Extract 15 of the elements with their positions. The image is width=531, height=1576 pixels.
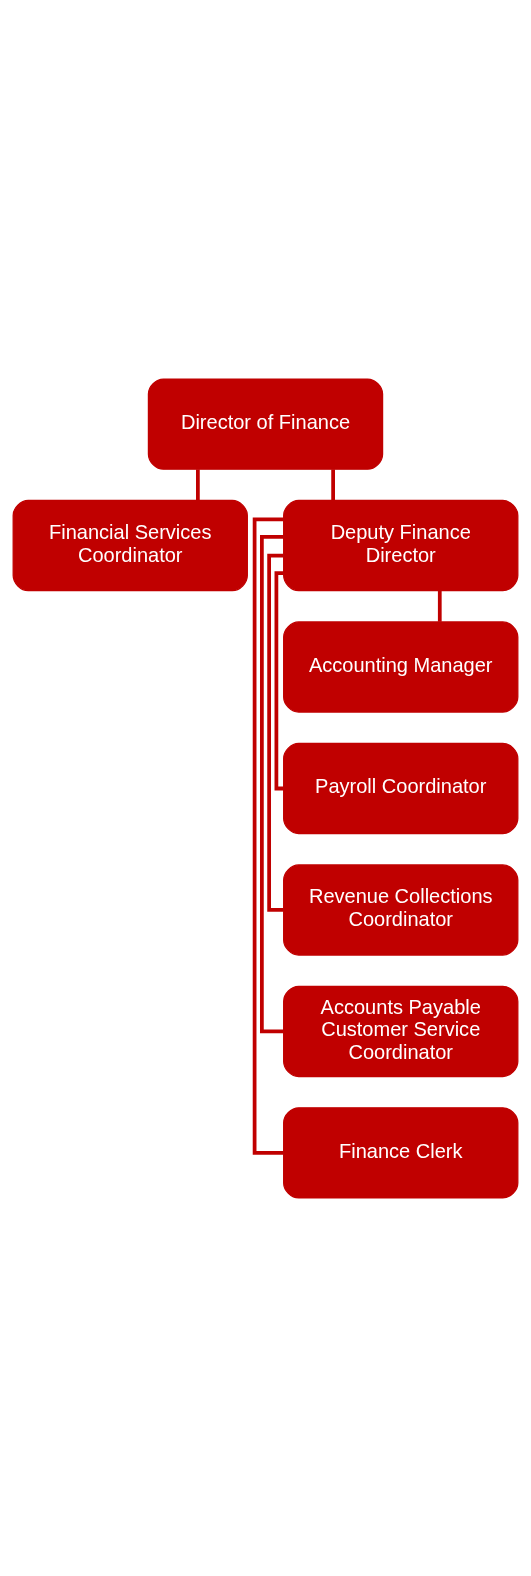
connector [252,516,284,1155]
node-box: Deputy Finance Director [283,499,519,591]
connector [196,468,200,500]
node-box: Accounts Payable Customer Service Coordinator [283,985,519,1077]
node-box: Revenue Collections Coordinator [283,863,519,956]
node-box: Accounting Manager [283,620,519,713]
node-box: Director of Finance [147,377,384,470]
node-box: Finance Clerk [283,1106,519,1199]
node-box: Payroll Coordinator [283,742,519,834]
connector [260,534,284,1033]
connector [331,468,335,500]
node-box: Financial Services Coordinator [12,499,248,591]
connector [437,590,442,622]
connector [274,570,284,790]
connector [267,553,284,912]
